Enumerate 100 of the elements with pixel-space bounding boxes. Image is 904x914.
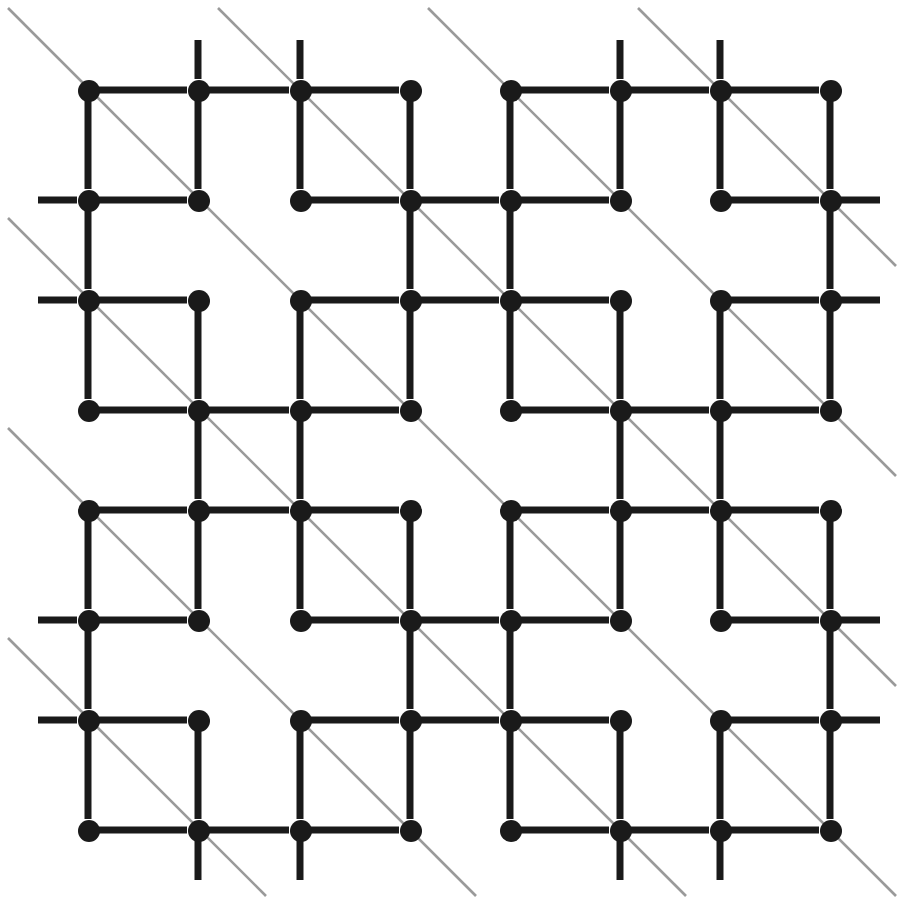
connector-line [99, 86, 187, 94]
dot [399, 289, 421, 311]
dot [709, 289, 731, 311]
connector-line [826, 731, 834, 819]
connector-line [826, 101, 834, 189]
connector-line [209, 86, 289, 94]
connector-line [311, 196, 399, 204]
dot [77, 189, 99, 211]
dot [709, 709, 731, 731]
connector-line [506, 631, 514, 709]
connector-line [84, 631, 92, 709]
connector-line [841, 196, 880, 204]
dot [187, 819, 209, 841]
dot [609, 609, 631, 631]
connector-line [631, 506, 709, 514]
dot [399, 189, 421, 211]
connector-line [826, 211, 834, 289]
connector-line [631, 86, 709, 94]
connector-line [506, 311, 514, 399]
dot [289, 709, 311, 731]
connector-line [194, 841, 202, 880]
connector-line [194, 731, 202, 819]
dot [609, 709, 631, 731]
connector-line [731, 196, 819, 204]
dot [187, 709, 209, 731]
dot [187, 609, 209, 631]
connector-line [421, 196, 499, 204]
connector-line [38, 196, 77, 204]
dot [289, 609, 311, 631]
dot [399, 609, 421, 631]
connector-line [521, 296, 609, 304]
connector-line [731, 296, 819, 304]
connector-line [616, 841, 624, 880]
dot [289, 289, 311, 311]
connector-line [194, 101, 202, 189]
connector-line [99, 406, 187, 414]
connector-line [616, 421, 624, 499]
dot [289, 189, 311, 211]
connector-line [841, 296, 880, 304]
dot [609, 189, 631, 211]
connector-line [841, 716, 880, 724]
connector-line [99, 506, 187, 514]
connector-line [38, 716, 77, 724]
connector-line [99, 826, 187, 834]
connector-line [209, 506, 289, 514]
connector-line [826, 631, 834, 709]
dot [499, 499, 521, 521]
dot [819, 709, 841, 731]
connector-line [716, 101, 724, 189]
connector-line [84, 101, 92, 189]
connector-line [406, 521, 414, 609]
dot [499, 819, 521, 841]
connector-line [99, 616, 187, 624]
connector-line [421, 716, 499, 724]
connector-line [731, 406, 819, 414]
connector-line [406, 211, 414, 289]
connector-line [311, 296, 399, 304]
dot [819, 189, 841, 211]
connector-line [716, 521, 724, 609]
connector-line [716, 40, 724, 79]
connector-line [716, 731, 724, 819]
connector-line [38, 296, 77, 304]
connector-line [506, 521, 514, 609]
connector-line [521, 826, 609, 834]
connector-line [731, 506, 819, 514]
connector-line [194, 311, 202, 399]
dot [399, 499, 421, 521]
dot [399, 819, 421, 841]
connector-line [296, 841, 304, 880]
dot [289, 399, 311, 421]
dot [819, 79, 841, 101]
dot [399, 709, 421, 731]
connector-line [521, 196, 609, 204]
connector-line [194, 521, 202, 609]
connector-line [841, 616, 880, 624]
connector-line [84, 311, 92, 399]
connector-line [521, 86, 609, 94]
dot [819, 609, 841, 631]
connector-line [209, 406, 289, 414]
connector-line [311, 616, 399, 624]
dot [187, 499, 209, 521]
connector-line [616, 731, 624, 819]
dot [819, 819, 841, 841]
connector-line [506, 731, 514, 819]
dot [709, 189, 731, 211]
connector-line [99, 196, 187, 204]
connector-line [194, 421, 202, 499]
connector-line [421, 616, 499, 624]
connector-line [731, 86, 819, 94]
connector-line [521, 716, 609, 724]
dot [77, 289, 99, 311]
dot [77, 399, 99, 421]
connector-line [99, 296, 187, 304]
connector-line [631, 826, 709, 834]
connector-line [616, 101, 624, 189]
dot [399, 399, 421, 421]
connector-line [406, 311, 414, 399]
dot [187, 399, 209, 421]
dot [499, 399, 521, 421]
connector-line [84, 731, 92, 819]
